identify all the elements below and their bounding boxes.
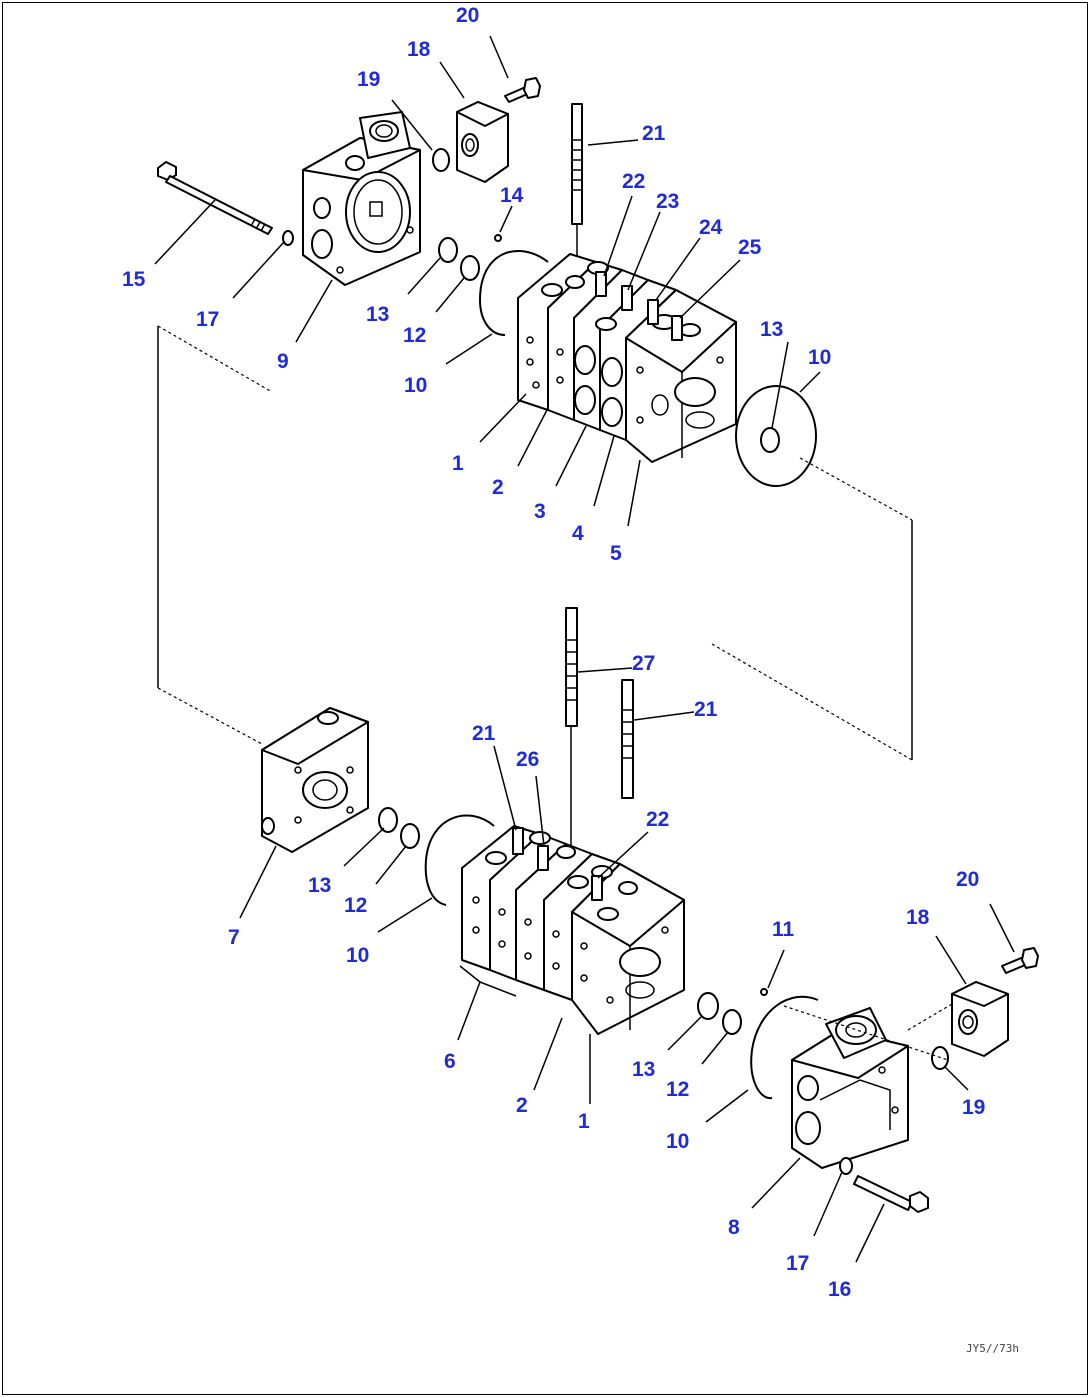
block-18-top (456, 101, 509, 183)
callout-5: 5 (610, 542, 622, 565)
callout-12-bottom-left: 12 (344, 894, 367, 917)
callout-numbers: 20 18 19 21 22 23 24 25 14 15 17 9 13 12… (122, 4, 985, 1301)
end-plate-7 (261, 707, 369, 853)
callout-9: 9 (277, 350, 289, 373)
callout-1-top: 1 (452, 452, 464, 475)
drawing-code: JY5//73h (966, 1342, 1019, 1355)
callout-20-top: 20 (456, 4, 479, 27)
bolt-20-bottom (1001, 947, 1039, 974)
o-ring-13-bottom-right (697, 992, 719, 1020)
bolt-15-top (157, 161, 273, 235)
callout-13-top-right: 13 (760, 318, 783, 341)
callout-13-bottom-left: 13 (308, 874, 331, 897)
end-housing-9 (302, 111, 421, 286)
ring-10-top-left (479, 249, 549, 336)
callout-25: 25 (738, 236, 762, 259)
bolt-20-top (504, 77, 541, 103)
callout-22-top: 22 (622, 170, 645, 193)
callout-21-mid: 21 (694, 698, 718, 721)
callout-4: 4 (572, 522, 584, 545)
spool-27 (565, 607, 578, 880)
block-18-bottom (951, 981, 1009, 1057)
callout-6: 6 (444, 1050, 456, 1073)
callout-18-bottom: 18 (906, 906, 930, 929)
callout-16: 16 (828, 1278, 851, 1301)
callout-10-bottom-left: 10 (346, 944, 369, 967)
leader-lines (154, 35, 1015, 1263)
o-ring-19-bottom (931, 1046, 949, 1070)
callout-27: 27 (632, 652, 655, 675)
assembly-connection-lines (157, 325, 953, 1061)
spool-21-top (571, 103, 583, 260)
o-ring-12-top-left (460, 255, 480, 281)
callout-23: 23 (656, 190, 679, 213)
callout-14: 14 (500, 184, 524, 207)
callout-13-top-left: 13 (366, 303, 389, 326)
callout-21-top: 21 (642, 122, 666, 145)
callout-17-bottom: 17 (786, 1252, 809, 1275)
callout-20-bottom: 20 (956, 868, 979, 891)
valve-stack-bottom (461, 825, 685, 1035)
callout-8: 8 (728, 1216, 740, 1239)
callout-2-bottom: 2 (516, 1094, 528, 1117)
o-ring-13-top-left (438, 237, 458, 263)
washer-17-top (282, 230, 294, 246)
callout-12-bottom-right: 12 (666, 1078, 689, 1101)
callout-15: 15 (122, 268, 146, 291)
callout-24: 24 (699, 216, 723, 239)
o-ring-13-bottom-left (378, 807, 398, 833)
pin-14 (494, 234, 502, 242)
callout-7: 7 (228, 926, 240, 949)
callout-22-bottom: 22 (646, 808, 669, 831)
callout-1-bottom: 1 (578, 1110, 590, 1133)
o-ring-12-bottom-left (400, 823, 420, 849)
o-ring-13-top-right (760, 427, 780, 453)
callout-11: 11 (772, 918, 795, 941)
callout-2-top: 2 (492, 476, 504, 499)
callout-12-top: 12 (403, 324, 426, 347)
callout-3: 3 (534, 500, 546, 523)
callout-10-bottom-right: 10 (666, 1130, 689, 1153)
bolt-16 (853, 1175, 929, 1213)
callout-10-top-right: 10 (808, 346, 831, 369)
end-housing-8 (791, 1007, 909, 1169)
callout-17-top: 17 (196, 308, 219, 331)
callout-21-bottom: 21 (472, 722, 496, 745)
callout-26: 26 (516, 748, 539, 771)
valve-stack-top (517, 253, 737, 463)
ring-10-bottom-left (424, 814, 495, 906)
callout-18-top: 18 (407, 38, 431, 61)
o-ring-12-bottom-right (722, 1009, 742, 1035)
callout-10-top-left: 10 (404, 374, 427, 397)
ring-10-bottom-right (750, 995, 819, 1100)
spool-21-mid (621, 679, 634, 799)
callout-19-bottom: 19 (962, 1096, 985, 1119)
washer-17-bottom (839, 1157, 853, 1175)
callout-13-bottom-right: 13 (632, 1058, 655, 1081)
callout-19-top: 19 (357, 68, 380, 91)
o-ring-19-top (432, 148, 450, 172)
pin-11 (760, 988, 768, 996)
